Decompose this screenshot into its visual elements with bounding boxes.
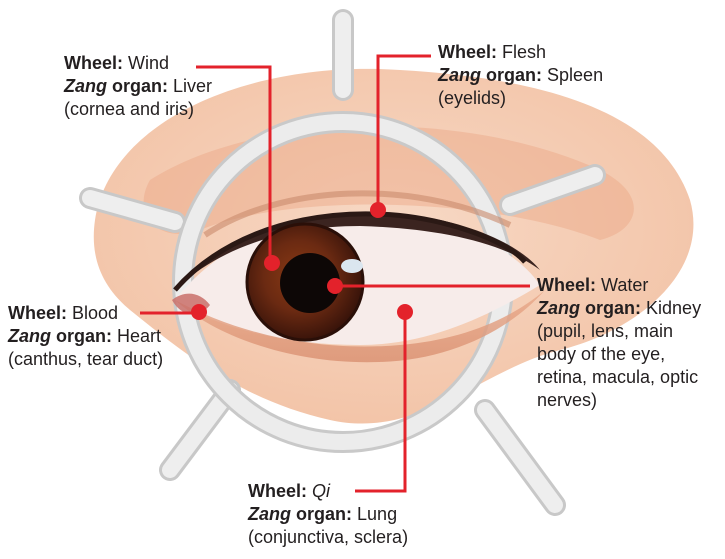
organ-value: Heart [117, 326, 161, 346]
organ-value: Kidney [646, 298, 701, 318]
organ-value: Spleen [547, 65, 603, 85]
wheel-value: Flesh [502, 42, 546, 62]
detail: (canthus, tear duct) [8, 348, 163, 371]
organ-key: organ: [585, 298, 641, 318]
organ-key-em: Zang [537, 298, 580, 318]
label-flesh: Wheel: Flesh Zang organ: Spleen (eyelids… [438, 41, 603, 110]
iris-highlight [341, 259, 363, 273]
organ-key: organ: [486, 65, 542, 85]
organ-key-em: Zang [248, 504, 291, 524]
organ-key-em: Zang [438, 65, 481, 85]
detail-line-4: nerves) [537, 389, 701, 412]
wheel-value: Qi [312, 481, 330, 501]
wheel-value: Blood [72, 303, 118, 323]
organ-value: Liver [173, 76, 212, 96]
label-wind: Wheel: Wind Zang organ: Liver (cornea an… [64, 52, 212, 121]
wheel-key: Wheel: [64, 53, 123, 73]
dot-wind [264, 255, 280, 271]
organ-key-em: Zang [8, 326, 51, 346]
detail-line-3: retina, macula, optic [537, 366, 701, 389]
detail-line-1: (pupil, lens, main [537, 320, 701, 343]
dot-water [327, 278, 343, 294]
organ-key: organ: [112, 76, 168, 96]
organ-key: organ: [296, 504, 352, 524]
wheel-value: Water [601, 275, 648, 295]
dot-blood [191, 304, 207, 320]
detail-line-2: body of the eye, [537, 343, 701, 366]
organ-key: organ: [56, 326, 112, 346]
label-qi: Wheel: Qi Zang organ: Lung (conjunctiva,… [248, 480, 408, 549]
detail: (conjunctiva, sclera) [248, 526, 408, 549]
dot-flesh [370, 202, 386, 218]
detail: (eyelids) [438, 87, 603, 110]
organ-key-em: Zang [64, 76, 107, 96]
dot-qi [397, 304, 413, 320]
label-blood: Wheel: Blood Zang organ: Heart (canthus,… [8, 302, 163, 371]
label-water: Wheel: Water Zang organ: Kidney (pupil, … [537, 274, 701, 412]
wheel-key: Wheel: [438, 42, 497, 62]
wheel-key: Wheel: [537, 275, 596, 295]
organ-value: Lung [357, 504, 397, 524]
wheel-key: Wheel: [248, 481, 307, 501]
wheel-key: Wheel: [8, 303, 67, 323]
wheel-value: Wind [128, 53, 169, 73]
detail: (cornea and iris) [64, 98, 212, 121]
